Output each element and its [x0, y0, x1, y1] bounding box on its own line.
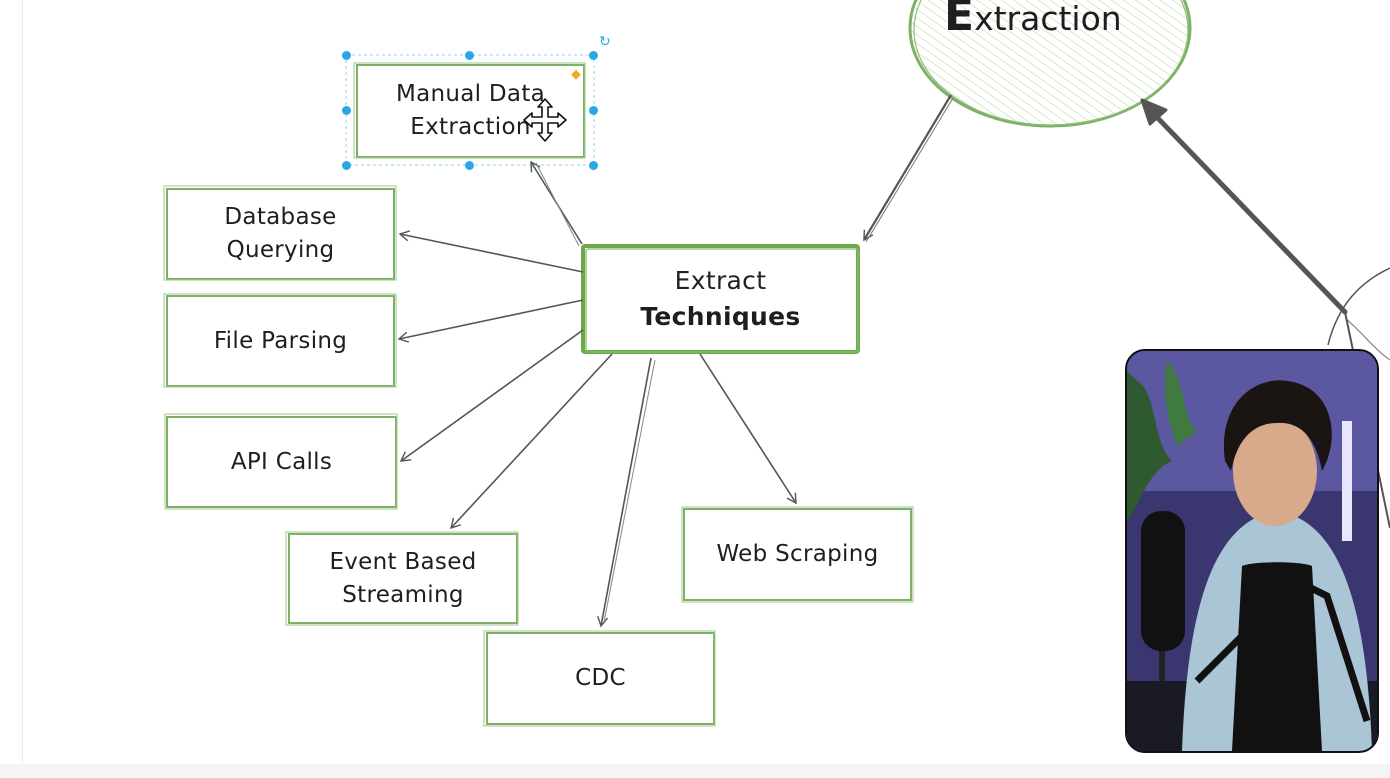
resize-handle-top-right[interactable] — [589, 51, 598, 60]
web-label-line1: Web Scraping — [716, 541, 879, 567]
file-label-line1: File Parsing — [213, 327, 348, 354]
arrow-to-web[interactable] — [699, 353, 797, 505]
resize-handle-bottom-right[interactable] — [589, 161, 598, 170]
resize-handle-bottom[interactable] — [465, 161, 474, 170]
manual-data-extraction-node[interactable] — [353, 62, 586, 159]
arrow-to-api[interactable] — [399, 329, 584, 462]
resize-handle-bottom-left[interactable] — [342, 161, 351, 170]
extract-techniques-node[interactable] — [581, 244, 860, 354]
cdc-label-line1: CDC — [575, 665, 626, 691]
right-edge-circle[interactable] — [1327, 267, 1390, 361]
event-label-line2: Streaming — [342, 581, 464, 608]
api-calls-label: API Calls — [167, 417, 396, 507]
resize-handle-right[interactable] — [589, 106, 598, 115]
move-cursor-icon — [523, 98, 567, 142]
arrow-to-file[interactable] — [397, 299, 584, 343]
arrow-to-cdc[interactable] — [597, 357, 652, 628]
resize-handle-left[interactable] — [342, 106, 351, 115]
database-label-line2: Querying — [226, 237, 335, 263]
rotate-handle-icon[interactable]: ↻ — [599, 34, 611, 50]
extraction-title-initial: E — [944, 0, 975, 41]
database-querying-node[interactable] — [163, 185, 397, 281]
api-calls-node[interactable] — [164, 413, 398, 510]
event-based-streaming-node[interactable] — [285, 531, 519, 626]
center-label-line2: Techniques — [640, 302, 801, 331]
database-querying-label: Database Querying — [167, 189, 394, 279]
manual-label-line1: Manual Data — [395, 81, 546, 107]
event-label-line1: Event Based — [329, 548, 477, 575]
manual-data-extraction-label: Manual Data Extraction — [357, 65, 584, 157]
canvas-bottom-strip — [0, 764, 1390, 778]
cdc-node[interactable] — [483, 630, 716, 727]
extract-techniques-label: Extract Techniques — [583, 246, 858, 352]
resize-handle-top-left[interactable] — [342, 51, 351, 60]
arrow-to-event[interactable] — [450, 353, 613, 530]
arrow-extraction-to-techniques[interactable] — [863, 94, 954, 243]
file-parsing-label: File Parsing — [167, 296, 394, 386]
presenter-video-icon — [1127, 351, 1377, 751]
database-label-line1: Database — [224, 204, 337, 230]
extraction-title: Extraction — [944, 0, 1122, 41]
web-scraping-label: Web Scraping — [684, 509, 911, 600]
cdc-label: CDC — [487, 633, 714, 724]
extraction-parent-circle[interactable] — [908, 0, 1192, 128]
extraction-title-rest: xtraction — [974, 0, 1122, 38]
event-based-streaming-label: Event Based Streaming — [289, 534, 517, 623]
canvas-left-margin — [0, 0, 23, 778]
file-parsing-node[interactable] — [163, 293, 397, 388]
resize-handle-top[interactable] — [465, 51, 474, 60]
api-label-line1: API Calls — [230, 448, 333, 475]
center-label-line1: Extract — [674, 266, 767, 295]
webcam-overlay — [1125, 349, 1379, 753]
arrow-to-database[interactable] — [398, 230, 584, 273]
manual-label-line2: Extraction — [410, 114, 531, 140]
web-scraping-node[interactable] — [681, 506, 914, 603]
